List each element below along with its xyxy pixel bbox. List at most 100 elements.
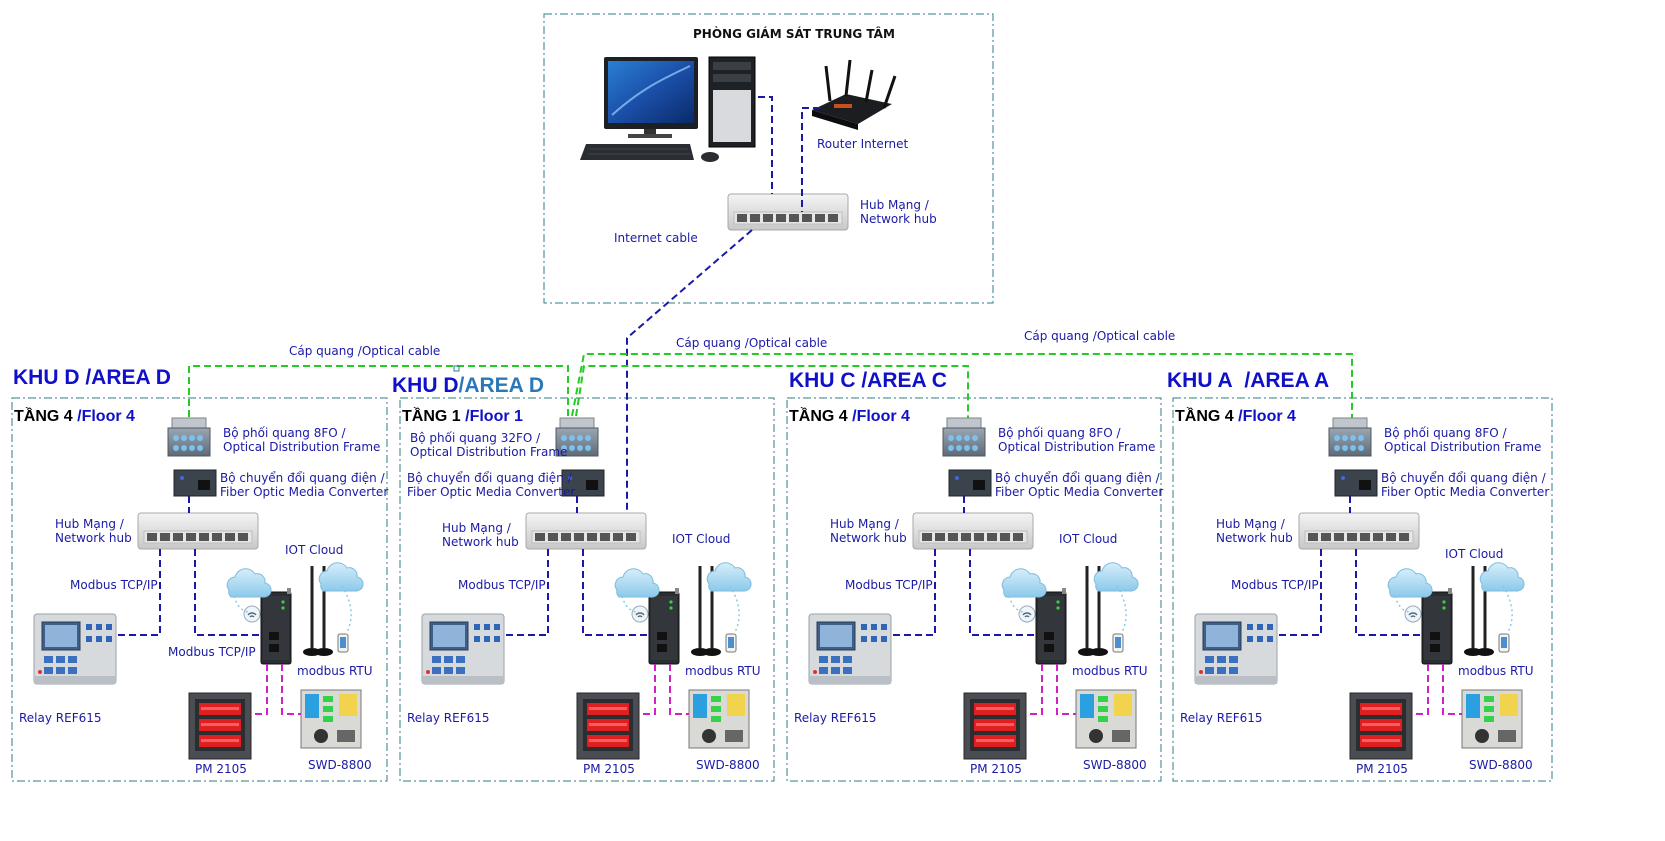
swd-controller-icon: [300, 689, 362, 749]
wireless-link: [1008, 595, 1024, 613]
converter-label-line1: Bộ chuyển đổi quang điện /: [407, 471, 572, 485]
area-title-a-floor4: KHU A /AREA A: [1167, 369, 1329, 393]
phone-icon: [337, 633, 349, 653]
swd-label: SWD-8800: [1083, 758, 1147, 772]
floor-title: TẦNG 1 /Floor 1: [402, 408, 523, 426]
monitor-icon: [604, 57, 698, 138]
router-label: Router Internet: [817, 137, 909, 151]
converter-label-line2: Fiber Optic Media Converter: [407, 485, 576, 499]
swd-controller-icon: [688, 689, 750, 749]
power-meter-icon: [1349, 692, 1413, 760]
area-title-sub: /AREA D: [85, 366, 171, 389]
router-icon: [812, 59, 897, 130]
odf-label-line1: Bộ phối quang 8FO /: [223, 426, 346, 440]
gateway-to-swd-rtu-cable: [1442, 664, 1462, 715]
area-title-main: KHU C: [789, 369, 856, 392]
central-network-hub-icon: [727, 193, 849, 231]
gateway-to-swd-rtu-cable: [281, 664, 301, 715]
floor-title-vn: TẦNG 4: [14, 408, 73, 425]
hub-label-line2: Network hub: [1216, 531, 1293, 545]
floor-title-vn: TẦNG 4: [1175, 408, 1234, 425]
network-hub-icon: [137, 512, 259, 550]
phone-icon: [1498, 633, 1510, 653]
area-title-main: KHU A: [1167, 369, 1233, 392]
optical-cable-area-c: [575, 365, 969, 418]
center-room-title: PHÒNG GIÁM SÁT TRUNG TÂM: [693, 27, 895, 41]
converter-label-line1: Bộ chuyển đổi quang điện /: [1381, 471, 1546, 485]
router-to-hub-cable: [801, 107, 820, 212]
hub-label-line2: Network hub: [442, 535, 519, 549]
hub-label-line1: Hub Mạng /: [1216, 517, 1285, 531]
optical-cable-label-left: Cáp quang /Optical cable: [289, 344, 441, 358]
odf-label-line1: Bộ phối quang 8FO /: [998, 426, 1121, 440]
hub-to-gateway-cable: [194, 549, 261, 636]
converter-label-line1: Bộ chuyển đổi quang điện /: [995, 471, 1160, 485]
area-a-floor4-frame: [1172, 397, 1553, 782]
swd-label: SWD-8800: [696, 758, 760, 772]
iot-cloud-label: IOT Cloud: [672, 532, 731, 546]
area-title-sub: /AREA A: [1244, 369, 1330, 392]
mouse-icon: [701, 152, 719, 162]
media-converter-icon: [948, 469, 992, 497]
wifi-icon: [1018, 605, 1036, 623]
internet-cable-label: Internet cable: [614, 231, 698, 245]
center-room-frame: [543, 13, 994, 304]
modbus-rtu-label: modbus RTU: [1072, 664, 1148, 678]
odf-label-line1: Bộ phối quang 8FO /: [1384, 426, 1507, 440]
floor-title-vn: TẦNG 4: [789, 408, 848, 425]
modbus-rtu-label: modbus RTU: [685, 664, 761, 678]
modbus-tcp-label: Modbus TCP/IP: [845, 578, 933, 592]
relay-label: Relay REF615: [407, 711, 490, 725]
hub-to-gateway-cable: [1355, 549, 1422, 636]
media-converter-icon: [1334, 469, 1378, 497]
area-title-main: KHU D: [392, 374, 459, 397]
iot-gateway-icon: [1035, 587, 1067, 665]
odf-icon: [167, 417, 211, 457]
odf-icon: [942, 417, 986, 457]
swd-label: SWD-8800: [1469, 758, 1533, 772]
iot-cloud-label: IOT Cloud: [1059, 532, 1118, 546]
cloud-icon: [1001, 568, 1047, 598]
pm-label: PM 2105: [1356, 762, 1408, 776]
hub-label-line2: Network hub: [55, 531, 132, 545]
modbus-rtu-label: modbus RTU: [1458, 664, 1534, 678]
hub-label-line1: Hub Mạng /: [442, 521, 511, 535]
iot-gateway-icon: [260, 587, 292, 665]
gateway-to-pm-rtu-cable: [639, 664, 656, 715]
hub-to-gateway-cable: [969, 549, 1036, 636]
keyboard-icon: [580, 144, 694, 160]
odf-label-line2: Optical Distribution Frame: [998, 440, 1156, 454]
optical-cable-area-a: [571, 353, 1353, 418]
wifi-icon: [1404, 605, 1422, 623]
phone-icon: [725, 633, 737, 653]
hub-to-gateway-cable: [582, 549, 649, 636]
floor-title: TẦNG 4 /Floor 4: [789, 408, 910, 426]
swd-label: SWD-8800: [308, 758, 372, 772]
wifi-icon: [243, 605, 261, 623]
network-hub-icon: [912, 512, 1034, 550]
hub-label-line1: Hub Mạng /: [55, 517, 124, 531]
wireless-link: [621, 595, 637, 613]
relay-icon: [421, 613, 505, 685]
relay-label: Relay REF615: [1180, 711, 1263, 725]
optical-cable-label-right: Cáp quang /Optical cable: [1024, 329, 1176, 343]
hub-to-relay-cable: [116, 549, 161, 636]
area-d-floor1-frame: [399, 397, 775, 782]
hub-to-relay-cable: [504, 549, 549, 636]
central-hub-label-line2: Network hub: [860, 212, 937, 226]
wireless-link: [1116, 585, 1127, 635]
floor-title: TẦNG 4 /Floor 4: [14, 408, 135, 426]
gateway-to-swd-rtu-cable: [669, 664, 689, 715]
iot-gateway-icon: [1421, 587, 1453, 665]
optical-cable-area-d-floor4: [188, 365, 569, 418]
area-title-sub: /AREA D: [458, 374, 545, 397]
wireless-link: [1502, 585, 1513, 635]
converter-label-line2: Fiber Optic Media Converter: [995, 485, 1164, 499]
hub-label-line1: Hub Mạng /: [830, 517, 899, 531]
hub-to-area-d-floor1-cable: [626, 229, 753, 512]
modbus-tcp-label: Modbus TCP/IP: [1231, 578, 1319, 592]
modbus-tcp-label: Modbus TCP/IP: [458, 578, 546, 592]
modbus-tcp-label-2: Modbus TCP/IP: [168, 645, 256, 659]
wireless-link: [729, 585, 740, 635]
hub-to-relay-cable: [1277, 549, 1322, 636]
